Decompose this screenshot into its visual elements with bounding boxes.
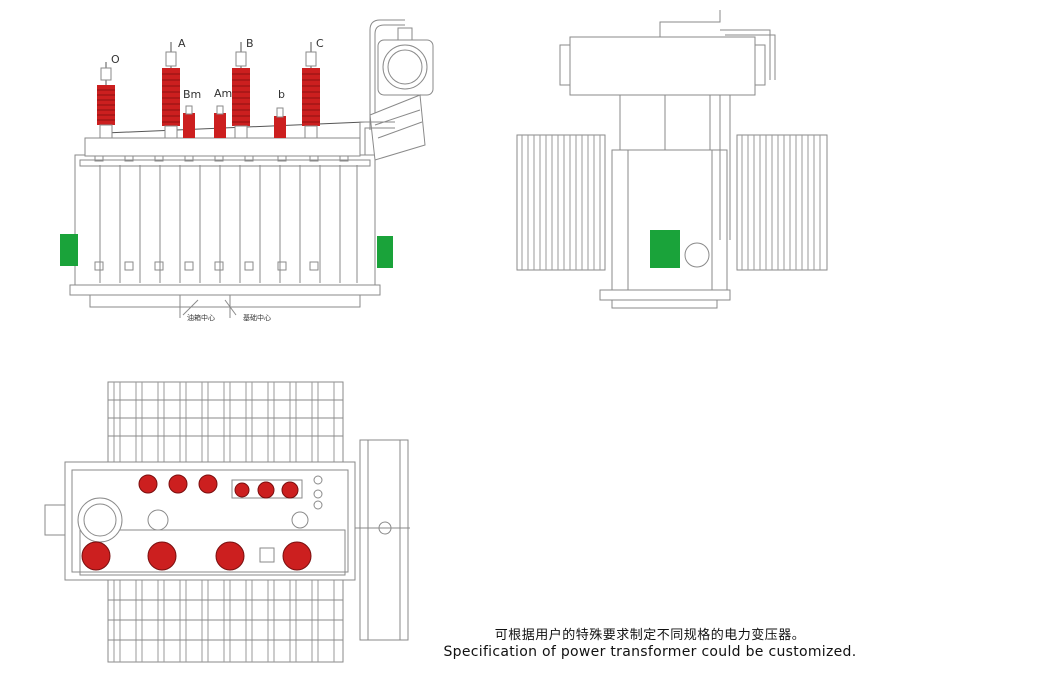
front-control-cabinet-left <box>60 234 78 266</box>
front-bushing-b-lv <box>274 107 286 138</box>
side-view <box>516 10 828 309</box>
front-bottom-fittings <box>94 261 319 271</box>
front-tank-ribs <box>99 165 358 283</box>
front-view: O A B C Bm Am b 油箱中心 基础中心 <box>60 19 434 322</box>
top-tap-changer <box>77 497 123 543</box>
front-bushing-bm <box>183 105 195 138</box>
front-cover <box>84 137 361 157</box>
label-bushing-c: C <box>316 37 324 50</box>
label-tank-center: 油箱中心 <box>187 313 215 322</box>
side-control-cabinet <box>650 230 680 268</box>
side-conservator <box>569 36 756 96</box>
label-bushing-am: Am <box>214 87 232 100</box>
label-bushing-o: O <box>111 53 120 66</box>
top-conservator <box>359 439 409 641</box>
top-radiators-lower <box>107 579 344 663</box>
label-bushing-a: A <box>178 37 186 50</box>
front-base <box>69 284 381 296</box>
front-conservator <box>369 19 434 161</box>
label-foundation-center: 基础中心 <box>243 313 271 322</box>
front-bushing-c <box>302 42 320 139</box>
side-base <box>599 289 731 301</box>
front-bushing-am <box>214 105 226 138</box>
front-bushing-b <box>232 42 250 139</box>
front-bushing-a <box>162 42 180 139</box>
caption-english: Specification of power transformer could… <box>443 644 857 660</box>
label-bushing-b: B <box>246 37 254 50</box>
top-radiators-upper <box>107 381 344 465</box>
top-view <box>44 381 410 663</box>
caption-chinese: 可根据用户的特殊要求制定不同规格的电力变压器。 <box>494 628 806 643</box>
label-bushing-b-small: b <box>278 88 285 101</box>
side-radiator-right <box>736 134 828 271</box>
side-tank <box>611 149 728 291</box>
label-bushing-bm: Bm <box>183 88 201 101</box>
top-bushings-large <box>81 541 312 571</box>
front-control-cabinet-right <box>377 236 393 268</box>
top-bushings-small <box>138 474 303 499</box>
front-bushing-o <box>97 62 115 139</box>
side-manhole <box>684 242 710 268</box>
side-radiator-left <box>516 134 606 271</box>
